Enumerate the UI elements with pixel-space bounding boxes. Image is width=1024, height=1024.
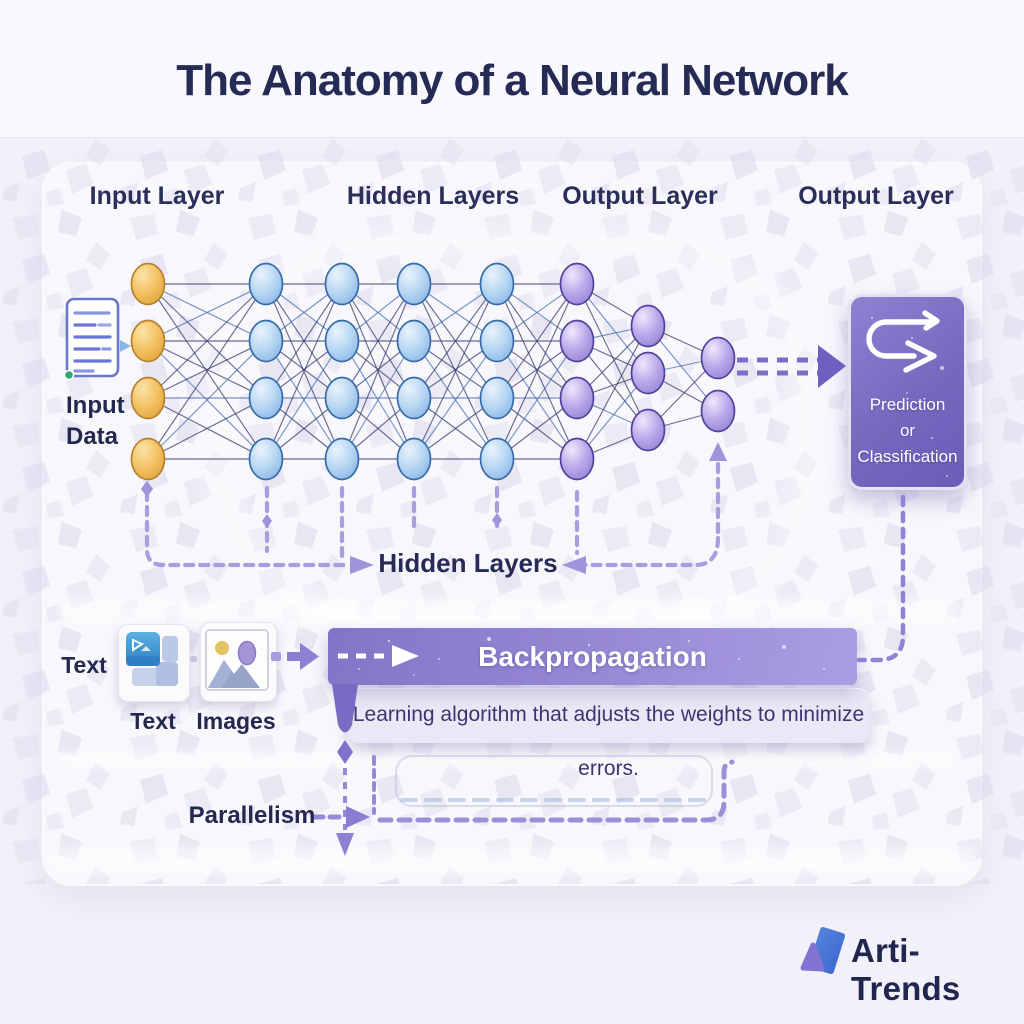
brand-name: Arti-Trends [851, 932, 961, 1007]
parallelism-label: Parallelism [188, 802, 316, 829]
text-tile-label: Text [130, 708, 176, 734]
label-hidden-layers: Hidden Layers [346, 182, 520, 210]
backpropagation-description: Learning algorithm that adjusts the weig… [352, 703, 865, 780]
highlight-strip [60, 598, 960, 624]
input-data-label: Input Data [66, 392, 125, 450]
page-title: The Anatomy of a Neural Network [176, 56, 849, 105]
highlight-strip [48, 846, 976, 874]
modality-side-label: Text [61, 652, 107, 678]
prediction-line: Prediction [869, 395, 946, 414]
images-tile-label: Images [196, 708, 276, 734]
images-modality-tile [200, 622, 277, 702]
backpropagation-title: Backpropagation [478, 641, 707, 672]
text-modality-tile [118, 624, 190, 702]
label-output-layer: Output Layer [562, 182, 718, 210]
title-band [0, 0, 1024, 138]
prediction-line: Classification [857, 447, 958, 466]
highlight-strip [60, 750, 960, 768]
hidden-layers-caption: Hidden Layers [378, 548, 558, 578]
label-output-layer-2: Output Layer [798, 182, 954, 210]
prediction-box-text: Prediction or Classification [848, 392, 967, 470]
label-input-layer: Input Layer [89, 182, 225, 210]
prediction-line: or [899, 421, 916, 440]
brand-logo-icon [800, 927, 845, 974]
